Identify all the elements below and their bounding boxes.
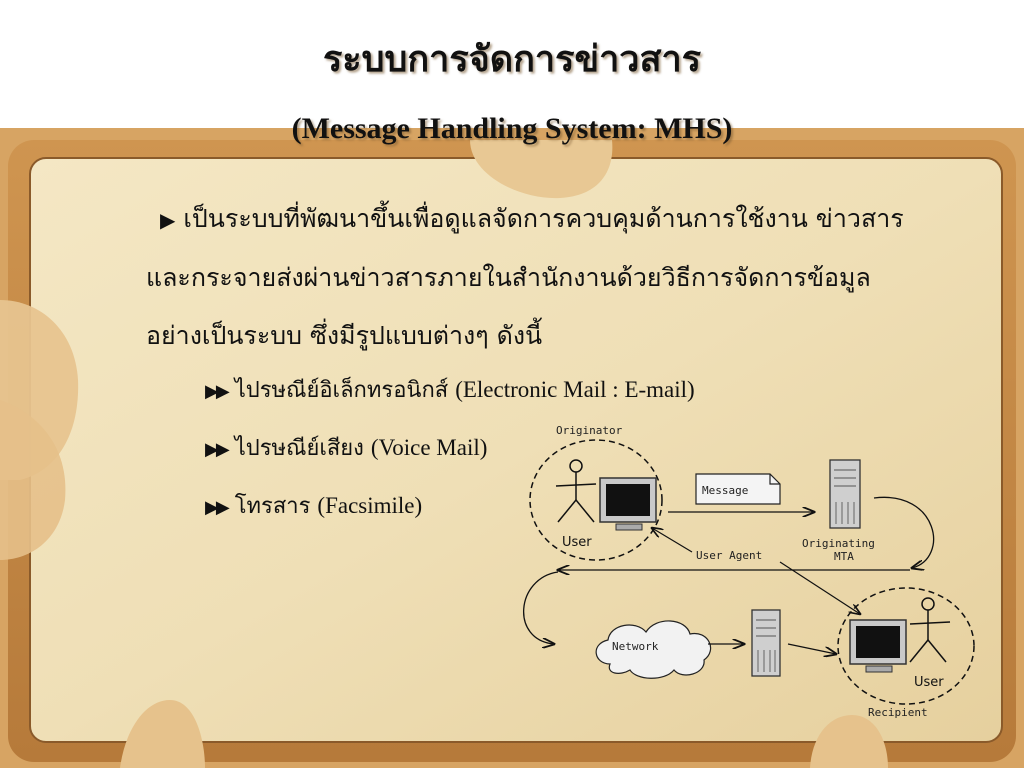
bullet-english: (Voice Mail) [370, 435, 488, 460]
slide-title-thai: ระบบการจัดการข่าวสาร [322, 38, 702, 80]
bullet-thai: ไปรษณีย์เสียง [234, 436, 364, 461]
recipient-mta-server-icon [751, 609, 781, 677]
bullet-thai: โทรสาร [234, 494, 311, 519]
double-arrow-icon: ▶▶ [205, 381, 230, 402]
intro-text: เป็นระบบที่พัฒนาขึ้นเพื่อดูแลจัดการควบคุ… [146, 204, 904, 350]
recipient-label: Recipient [868, 706, 928, 719]
recipient-person-icon [909, 597, 951, 663]
originator-user-label: User [562, 535, 592, 550]
bullet-thai: ไปรษณีย์อิเล็กทรอนิกส์ [234, 378, 449, 403]
message-document-icon [695, 473, 781, 505]
mhs-diagram: Originator User Message Originating MTA … [523, 424, 975, 719]
double-arrow-icon: ▶▶ [205, 497, 230, 518]
bottom-thumb-right [810, 715, 888, 768]
bullet-item-voice-mail: ▶▶ไปรษณีย์เสียง (Voice Mail) [205, 430, 487, 465]
recipient-user-label: User [914, 675, 944, 690]
recipient-circle [837, 587, 975, 705]
originator-label: Originator [556, 424, 623, 437]
network-cloud-icon [595, 620, 712, 679]
bullet-item-email: ▶▶ไปรษณีย์อิเล็กทรอนิกส์ (Electronic Mai… [205, 372, 695, 407]
user-agent-label: User Agent [696, 549, 762, 562]
originator-circle [529, 439, 663, 561]
intro-paragraph: ▶เป็นระบบที่พัฒนาขึ้นเพื่อดูแลจัดการควบค… [146, 190, 926, 365]
double-arrow-icon: ▶▶ [205, 439, 230, 460]
bullet-arrow-icon: ▶ [160, 208, 176, 232]
originating-mta-server-icon [829, 459, 861, 529]
bullet-item-facsimile: ▶▶โทรสาร (Facsimile) [205, 488, 422, 523]
message-label: Message [702, 484, 748, 497]
originating-mta-label-line1: Originating [802, 537, 875, 550]
originator-computer-icon [599, 477, 657, 531]
bullet-english: (Facsimile) [317, 493, 423, 518]
bullet-english: (Electronic Mail : E-mail) [455, 377, 695, 402]
recipient-computer-icon [849, 619, 907, 673]
originating-mta-label-line2: MTA [834, 550, 854, 563]
top-fingers [470, 140, 613, 199]
originator-person-icon [555, 459, 597, 523]
slide-title-english: (Message Handling System: MHS) [291, 112, 733, 145]
network-label: Network [612, 640, 659, 653]
bottom-thumb-left [120, 700, 205, 768]
